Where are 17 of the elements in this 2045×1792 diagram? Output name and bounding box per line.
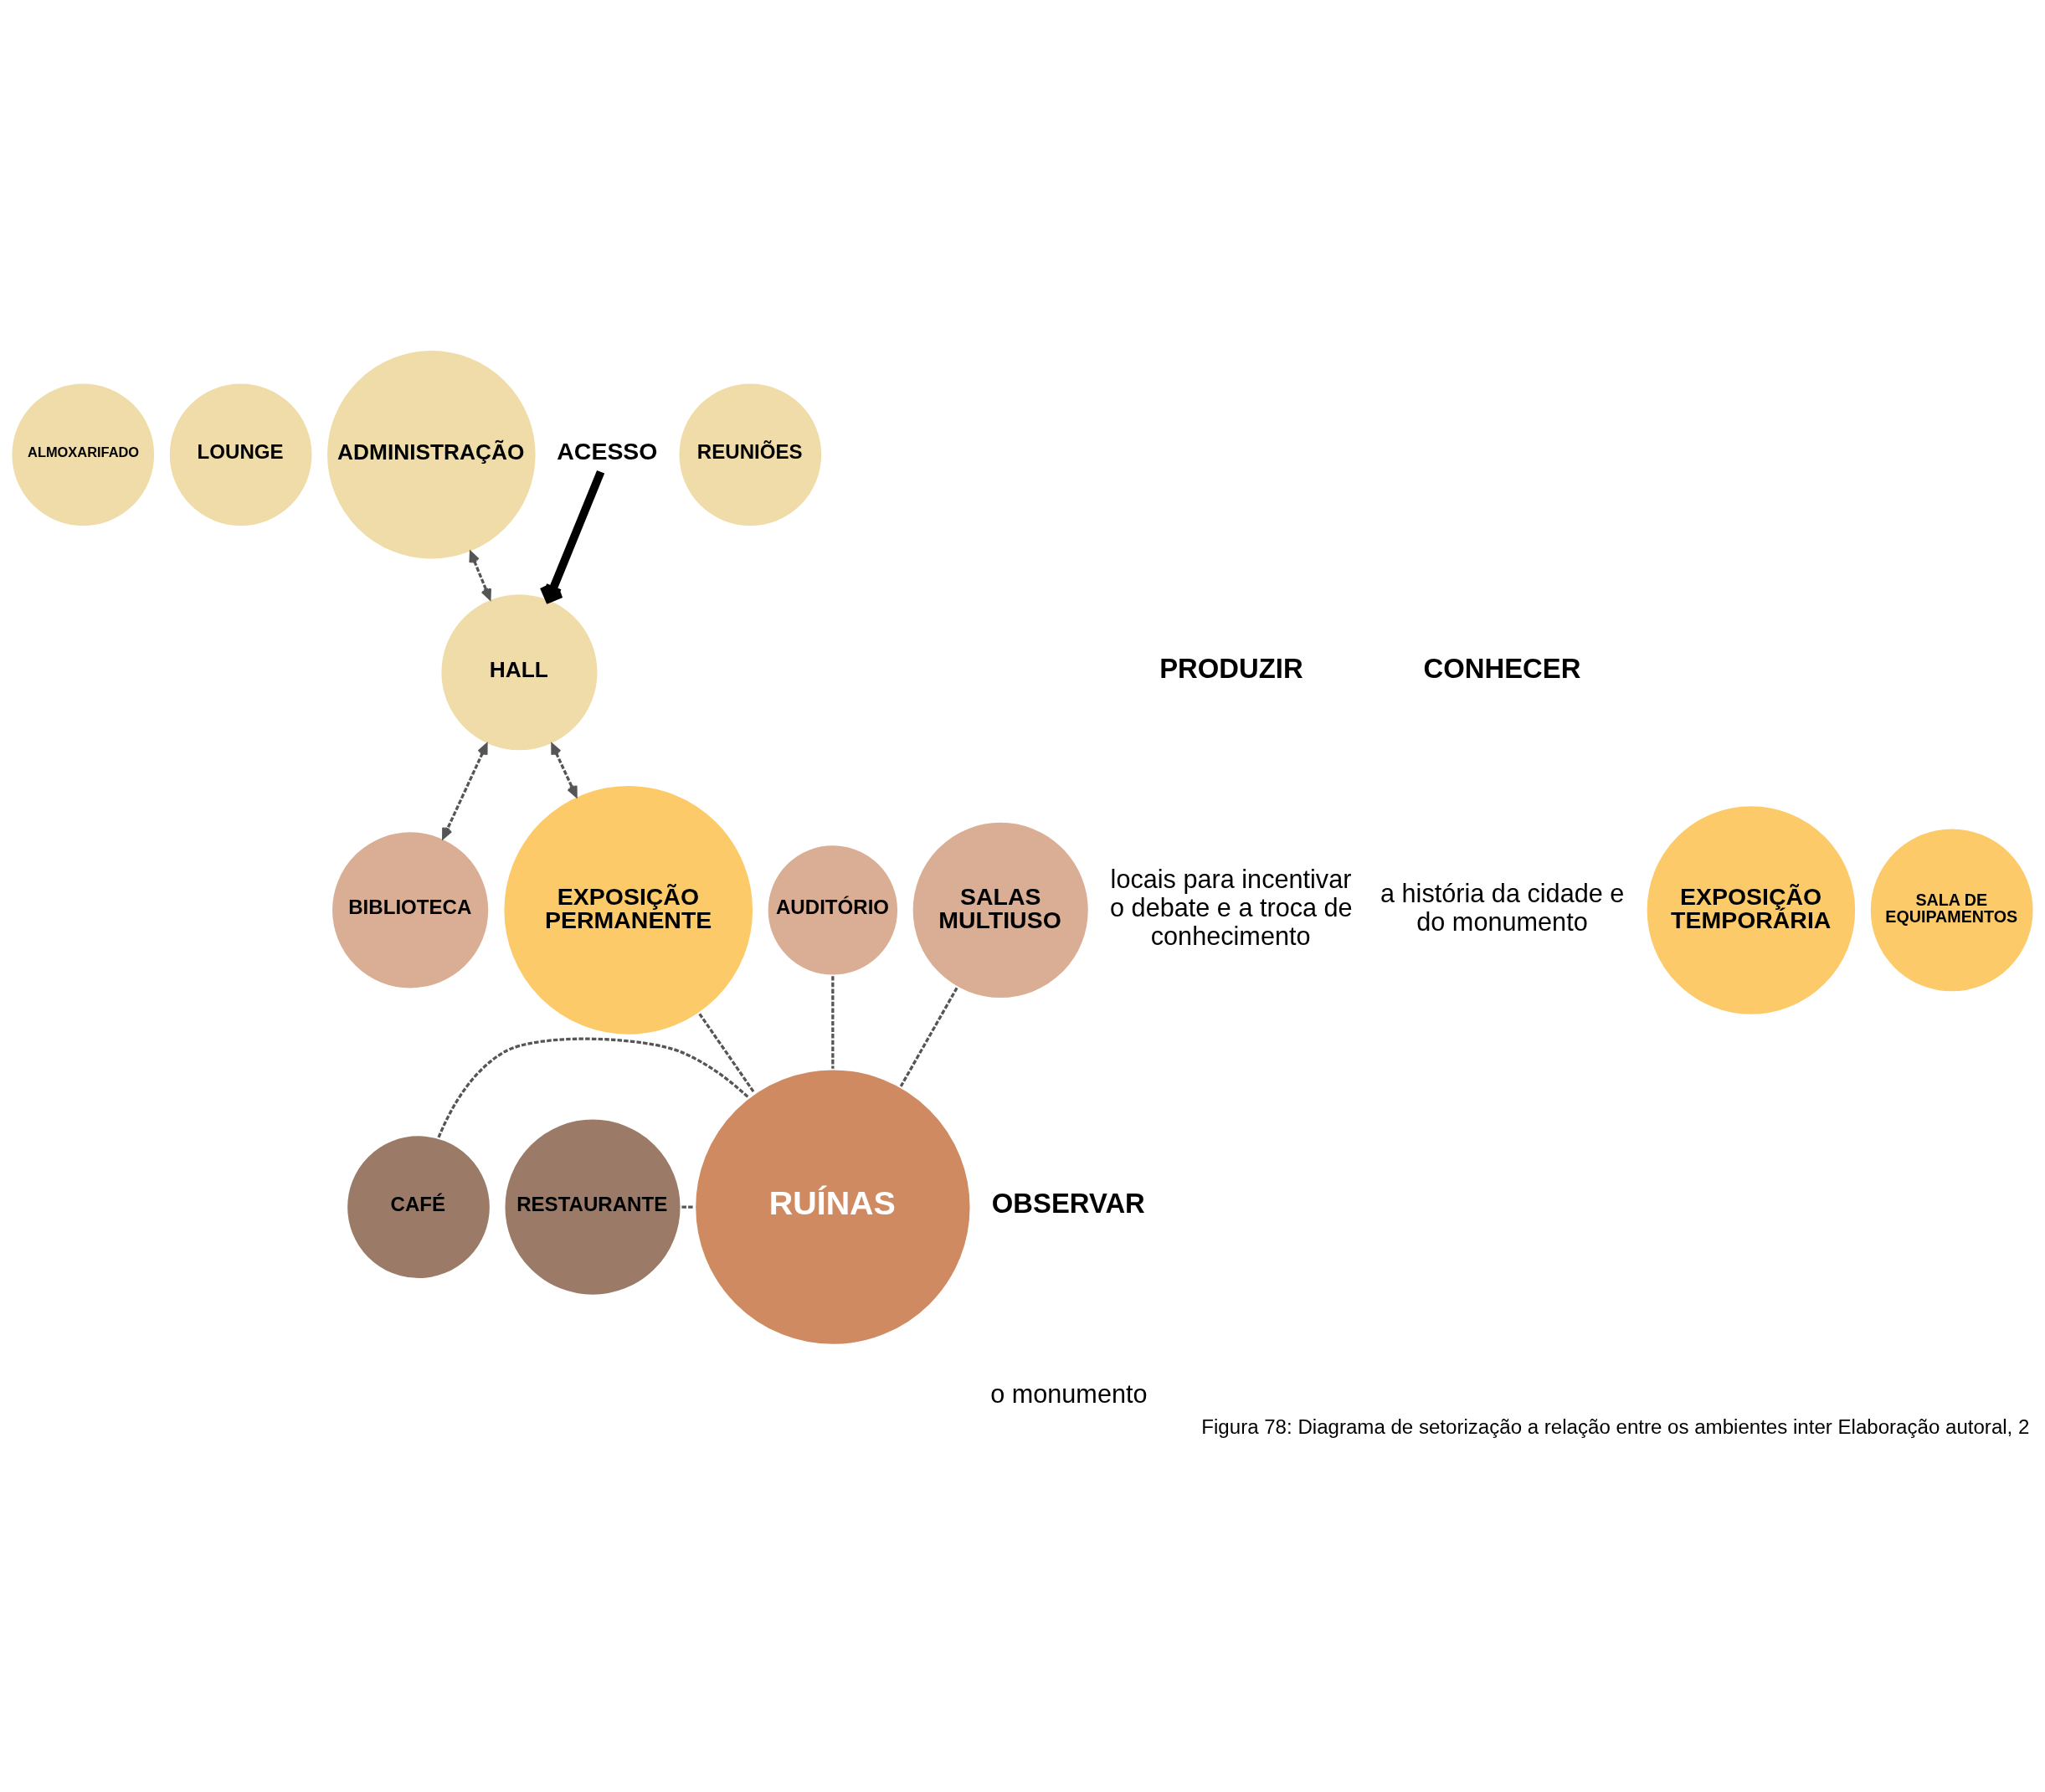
arrow (551, 742, 578, 797)
connector (681, 1205, 695, 1209)
connector (437, 1037, 749, 1138)
connector (831, 975, 835, 1069)
label: OBSERVAR (991, 1187, 1145, 1219)
label: a história da cidade e do monumento (1380, 878, 1625, 936)
arrow (469, 550, 491, 600)
label: PRODUZIR (1159, 652, 1303, 684)
caption: Figura 78: Diagrama de setorização a relação entre os ambientes inter Elaboração autoral, 2 (1201, 1415, 2030, 1438)
connector (899, 986, 958, 1087)
label: locais para incentivar o debate e a troca de conhecimento (1110, 864, 1353, 950)
arrow (442, 742, 488, 839)
arrow (539, 470, 605, 603)
node-text: ACESSO (557, 437, 658, 465)
label: o monumento (990, 1379, 1148, 1408)
label: CONHECER (1423, 652, 1581, 684)
connector (698, 1012, 756, 1094)
